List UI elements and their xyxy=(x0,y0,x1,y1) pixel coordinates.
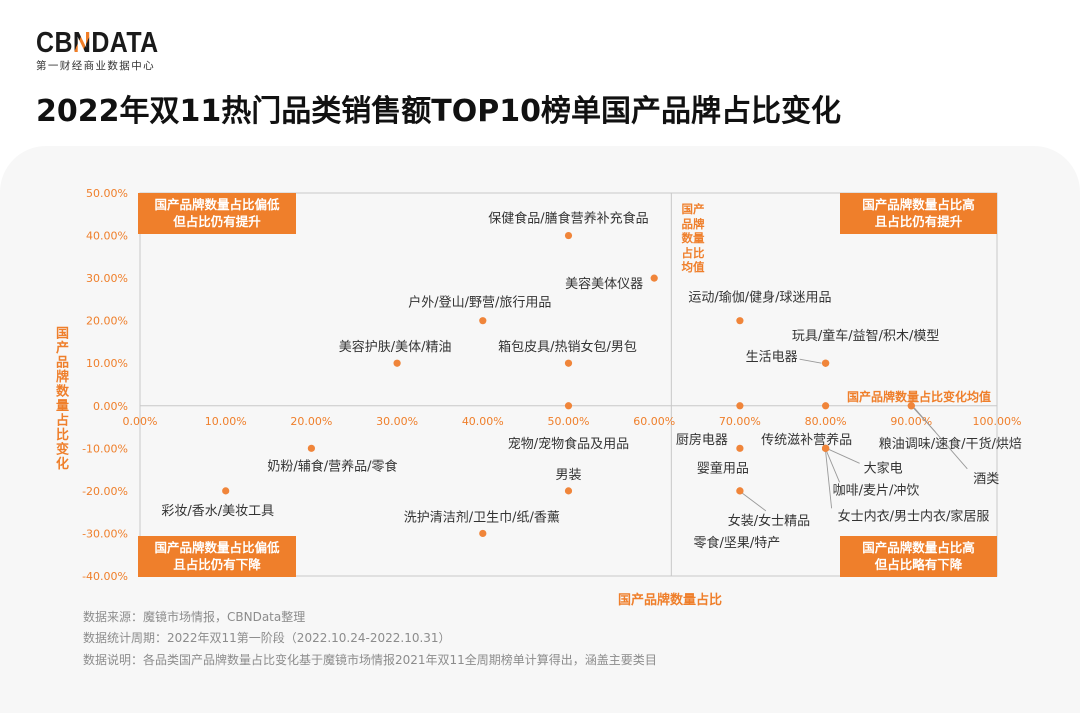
quadrant-label-bottom-right: 国产品牌数量占比高 但占比略有下降 xyxy=(840,536,997,577)
point-label: 美容护肤/美体/精油 xyxy=(339,339,452,355)
logo-part-cb: CB xyxy=(36,27,73,59)
data-point xyxy=(822,444,830,452)
point-label: 保健食品/膳食营养补充食品 xyxy=(488,211,648,227)
y-tick-label: -40.00% xyxy=(82,570,128,583)
x-axis-title: 国产品牌数量占比 xyxy=(617,593,722,608)
data-point xyxy=(736,487,744,495)
data-point xyxy=(736,317,744,325)
quadrant-label-top-right: 国产品牌数量占比高 且占比仍有提升 xyxy=(840,193,997,234)
point-label: 女装/女士精品 xyxy=(728,513,810,529)
y-tick-label: -30.00% xyxy=(82,527,128,540)
data-point xyxy=(822,402,830,410)
leader-line xyxy=(826,451,841,483)
chart-title: 2022年双11热门品类销售额TOP10榜单国产品牌占比变化 xyxy=(36,94,841,129)
point-label: 女士内衣/男士内衣/家居服 xyxy=(838,508,990,524)
leader-line xyxy=(825,451,833,509)
point-label: 运动/瑜伽/健身/球迷用品 xyxy=(688,290,831,306)
x-tick-label: 40.00% xyxy=(462,415,504,428)
logo-part-n: N xyxy=(72,27,92,59)
point-label: 彩妆/香水/美妆工具 xyxy=(161,504,274,519)
quadrant-line: 但占比略有下降 xyxy=(874,557,963,572)
point-label: 奶粉/辅食/营养品/零食 xyxy=(267,458,397,474)
plot-frame xyxy=(139,192,998,577)
cbndata-logo: CBNDATA xyxy=(36,26,179,60)
x-tick-label: 70.00% xyxy=(719,415,761,428)
y-tick-label: 0.00% xyxy=(93,400,128,413)
x-mean-label: 国产品牌数量占比均值 xyxy=(681,202,705,274)
y-tick-label: 50.00% xyxy=(86,187,128,200)
data-point xyxy=(736,444,744,452)
data-point xyxy=(736,402,744,410)
chart-panel xyxy=(0,146,1080,713)
y-mean-label: 国产品牌数量占比变化均值 xyxy=(847,390,992,404)
x-tick-label: 20.00% xyxy=(290,415,332,428)
y-tick-label: 10.00% xyxy=(86,357,128,370)
quadrant-line: 且占比仍有下降 xyxy=(173,557,261,572)
y-tick-label: 40.00% xyxy=(86,230,128,243)
point-label: 婴童用品 xyxy=(697,460,749,476)
point-label: 咖啡/麦片/冲饮 xyxy=(833,483,920,498)
leader-line xyxy=(828,448,860,464)
quadrant-label-bottom-left: 国产品牌数量占比偏低 且占比仍有下降 xyxy=(138,536,296,577)
x-tick-label: 90.00% xyxy=(890,415,932,428)
point-label: 宠物/宠物食品及用品 xyxy=(508,436,629,452)
data-point xyxy=(564,231,573,240)
quadrant-line: 国产品牌数量占比高 xyxy=(862,197,975,212)
point-label: 粮油调味/速食/干货/烘焙 xyxy=(879,436,1022,452)
y-tick-label: -20.00% xyxy=(82,485,128,498)
x-tick-label: 100.00% xyxy=(973,415,1022,428)
data-point xyxy=(222,487,230,495)
point-label: 箱包皮具/热销女包/男包 xyxy=(498,339,637,355)
data-point xyxy=(564,402,573,410)
y-tick-label: 20.00% xyxy=(86,315,128,328)
leader-line xyxy=(799,358,822,364)
quadrant-line: 国产品牌数量占比偏低 xyxy=(154,197,280,212)
data-point xyxy=(393,359,401,367)
point-label: 美容美体仪器 xyxy=(565,276,643,292)
leader-line xyxy=(913,407,968,470)
y-tick-label: -10.00% xyxy=(82,442,128,455)
x-tick-label: 60.00% xyxy=(633,415,675,428)
quadrant-line: 国产品牌数量占比偏低 xyxy=(154,540,280,555)
point-label: 玩具/童车/益智/积木/模型 xyxy=(792,328,940,344)
y-axis-title: 国产品牌数量占比变化 xyxy=(53,326,68,471)
x-tick-label: 50.00% xyxy=(548,415,590,428)
logo-tagline: 第一财经商业数据中心 xyxy=(36,60,155,72)
quadrant-line: 国产品牌数量占比高 xyxy=(862,540,975,555)
logo-wordmark: CBNDATA xyxy=(36,26,159,60)
data-point xyxy=(907,402,915,410)
y-tick-label: 30.00% xyxy=(86,272,128,285)
data-point xyxy=(650,274,658,282)
logo-part-data: DATA xyxy=(91,27,159,59)
footnote-source: 数据来源：魔镜市场情报，CBNData整理 xyxy=(83,610,306,624)
point-label: 户外/登山/野营/旅行用品 xyxy=(408,295,551,311)
data-point xyxy=(307,444,315,452)
point-label: 生活电器 xyxy=(746,350,798,365)
quadrant-label-top-left: 国产品牌数量占比偏低 但占比仍有提升 xyxy=(138,193,296,234)
point-label: 酒类 xyxy=(973,472,999,487)
data-point xyxy=(564,359,573,367)
footnote-period: 数据统计周期：2022年双11第一阶段（2022.10.24-2022.10.3… xyxy=(83,631,451,645)
quadrant-line: 但占比仍有提升 xyxy=(173,214,261,229)
point-label: 厨房电器 xyxy=(676,432,728,448)
data-point xyxy=(822,359,830,367)
point-label: 大家电 xyxy=(864,460,903,476)
point-label: 零食/坚果/特产 xyxy=(694,535,781,551)
x-tick-label: 10.00% xyxy=(205,415,247,428)
leader-line xyxy=(741,492,767,512)
data-point xyxy=(564,487,573,495)
quadrant-line: 且占比仍有提升 xyxy=(874,214,963,229)
x-tick-label: 30.00% xyxy=(376,415,418,428)
data-point xyxy=(479,529,487,538)
x-tick-label: 0.00% xyxy=(123,415,158,428)
x-tick-label: 80.00% xyxy=(805,415,847,428)
data-point xyxy=(479,317,487,325)
point-label: 洗护清洁剂/卫生巾/纸/香薰 xyxy=(404,510,560,525)
footnote-description: 数据说明：各品类国产品牌数量占比变化基于魔镜市场情报2021年双11全周期榜单计… xyxy=(83,653,657,667)
point-label: 传统滋补营养品 xyxy=(761,432,852,448)
point-label: 男装 xyxy=(555,468,581,483)
